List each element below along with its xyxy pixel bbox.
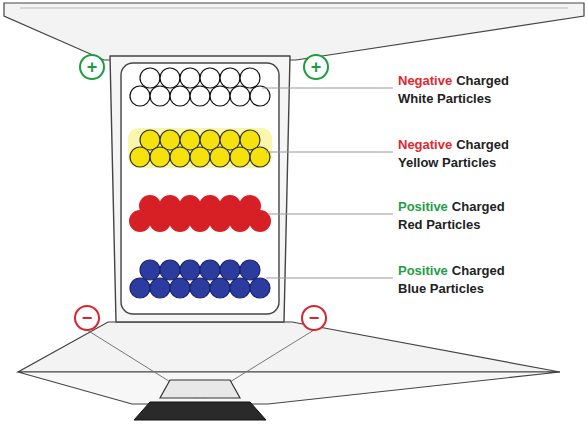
blue-particle — [160, 260, 180, 280]
blue-particle — [200, 260, 220, 280]
particles — [128, 68, 272, 298]
white-particle — [250, 86, 270, 106]
base — [134, 402, 266, 420]
yellow-particle — [170, 147, 190, 167]
leader-line — [268, 214, 393, 215]
blue-particle — [190, 278, 210, 298]
white-particle — [130, 86, 150, 106]
charge-sign: − — [309, 309, 320, 327]
charged-word: Charged — [452, 198, 505, 215]
yellow-particle — [230, 147, 250, 167]
bottom-housing — [18, 372, 560, 404]
blue-particle — [150, 278, 170, 298]
leader-line — [262, 88, 393, 89]
bottom-electrode — [18, 322, 560, 372]
blue-particle — [180, 260, 200, 280]
charge-word: Negative — [398, 136, 452, 153]
yellow-particle — [210, 147, 230, 167]
yellow-glow — [128, 128, 272, 168]
charged-word: Charged — [456, 136, 509, 153]
blue-particle — [220, 260, 240, 280]
red-particle — [129, 210, 151, 232]
white-particle — [190, 86, 210, 106]
red-particle — [169, 210, 191, 232]
light-pyramid — [160, 380, 240, 398]
charge-sign: − — [82, 309, 93, 327]
red-particle — [229, 210, 251, 232]
charge-word: Negative — [398, 72, 452, 89]
particle-name: White Particles — [398, 90, 491, 107]
charge-word: Positive — [398, 198, 448, 215]
charge-symbol: + — [303, 54, 329, 80]
top-electrode — [4, 3, 584, 60]
top-edge-line — [20, 8, 568, 9]
red-particle — [209, 210, 231, 232]
white-particle — [240, 68, 260, 88]
charged-word: Charged — [456, 72, 509, 89]
capsule-inner — [121, 63, 279, 314]
charge-symbol: − — [74, 305, 100, 331]
charge-sign: + — [311, 58, 322, 76]
charge-sign: + — [87, 58, 98, 76]
white-particle — [160, 68, 180, 88]
blue-particle — [250, 278, 270, 298]
white-particle — [170, 86, 190, 106]
particle-name: Blue Particles — [398, 280, 484, 297]
red-particle — [149, 210, 171, 232]
blue-particle — [140, 260, 160, 280]
charge-symbol: − — [301, 305, 327, 331]
blue-particle — [210, 278, 230, 298]
red-particle — [189, 210, 211, 232]
white-particle — [180, 68, 200, 88]
leader-line — [266, 152, 393, 153]
white-particle — [200, 68, 220, 88]
particle-name: Yellow Particles — [398, 154, 496, 171]
blue-particle — [170, 278, 190, 298]
white-particle — [220, 68, 240, 88]
blue-particle — [130, 278, 150, 298]
particle-name: Red Particles — [398, 216, 480, 233]
yellow-particle — [250, 147, 270, 167]
white-particle — [150, 86, 170, 106]
white-particle — [230, 86, 250, 106]
leader-line — [266, 278, 393, 279]
yellow-particle — [130, 147, 150, 167]
yellow-particle — [190, 147, 210, 167]
white-particle — [210, 86, 230, 106]
charged-word: Charged — [452, 262, 505, 279]
charge-symbol: + — [79, 54, 105, 80]
red-particle — [249, 210, 271, 232]
white-particle — [140, 68, 160, 88]
blue-particle — [230, 278, 250, 298]
yellow-particle — [150, 147, 170, 167]
blue-particle — [240, 260, 260, 280]
charge-word: Positive — [398, 262, 448, 279]
microcapsule-cell — [110, 56, 290, 322]
